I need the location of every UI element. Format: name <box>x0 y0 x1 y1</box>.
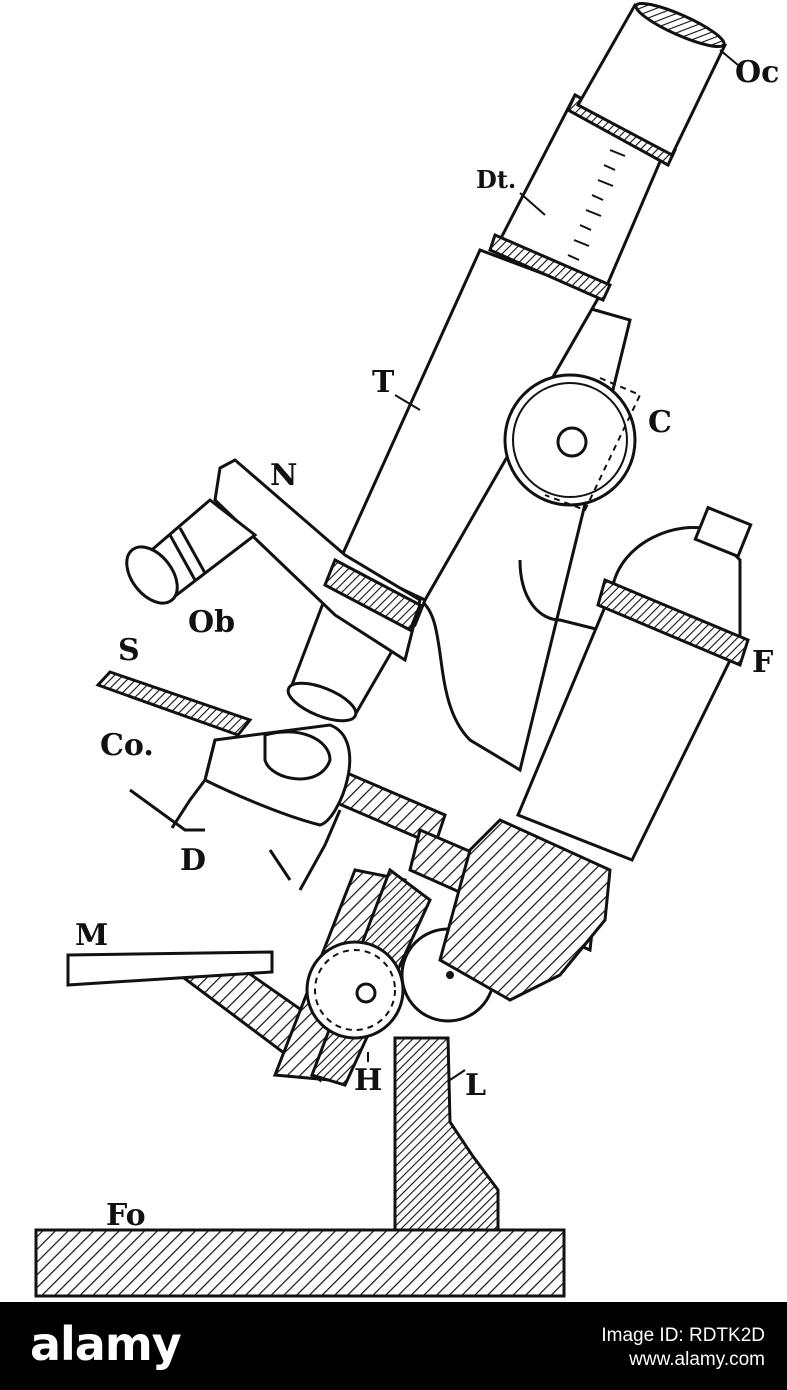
label-m: M <box>75 918 108 953</box>
label-fo: Fo <box>106 1198 146 1233</box>
hinge <box>305 927 496 1040</box>
label-oc: Oc <box>735 55 779 90</box>
label-t: T <box>372 365 395 400</box>
label-s: S <box>118 633 140 668</box>
label-c: C <box>648 405 672 440</box>
condenser <box>129 723 352 891</box>
fine-adjustment-housing <box>516 505 753 862</box>
alamy-logo: alamy <box>30 1317 182 1371</box>
label-dt: Dt. <box>476 165 516 194</box>
label-h: H <box>354 1063 382 1098</box>
label-ob: Ob <box>188 605 235 640</box>
site-url: www.alamy.com <box>629 1349 765 1370</box>
objective <box>125 498 258 605</box>
watermark-footer: alamy Image ID: RDTK2D www.alamy.com <box>0 1302 787 1390</box>
label-f: F <box>752 645 773 680</box>
image-id: Image ID: RDTK2D <box>601 1325 765 1346</box>
label-l: L <box>465 1068 486 1103</box>
eyepiece <box>566 1 728 168</box>
label-d: D <box>180 843 206 878</box>
footer-info: Image ID: RDTK2D www.alamy.com <box>601 1324 765 1372</box>
body-block <box>438 818 612 1002</box>
microscope-diagram: Oc Dt. T C N Ob S F Co. D M H L Fo <box>34 1 779 1298</box>
label-n: N <box>270 458 297 493</box>
coarse-knob <box>503 373 642 512</box>
foot-base <box>34 1228 566 1298</box>
label-co: Co. <box>100 728 154 763</box>
diagram-stage: Oc Dt. T C N Ob S F Co. D M H L Fo <box>34 1 780 1298</box>
pillar <box>393 1036 500 1232</box>
slide <box>95 670 253 737</box>
